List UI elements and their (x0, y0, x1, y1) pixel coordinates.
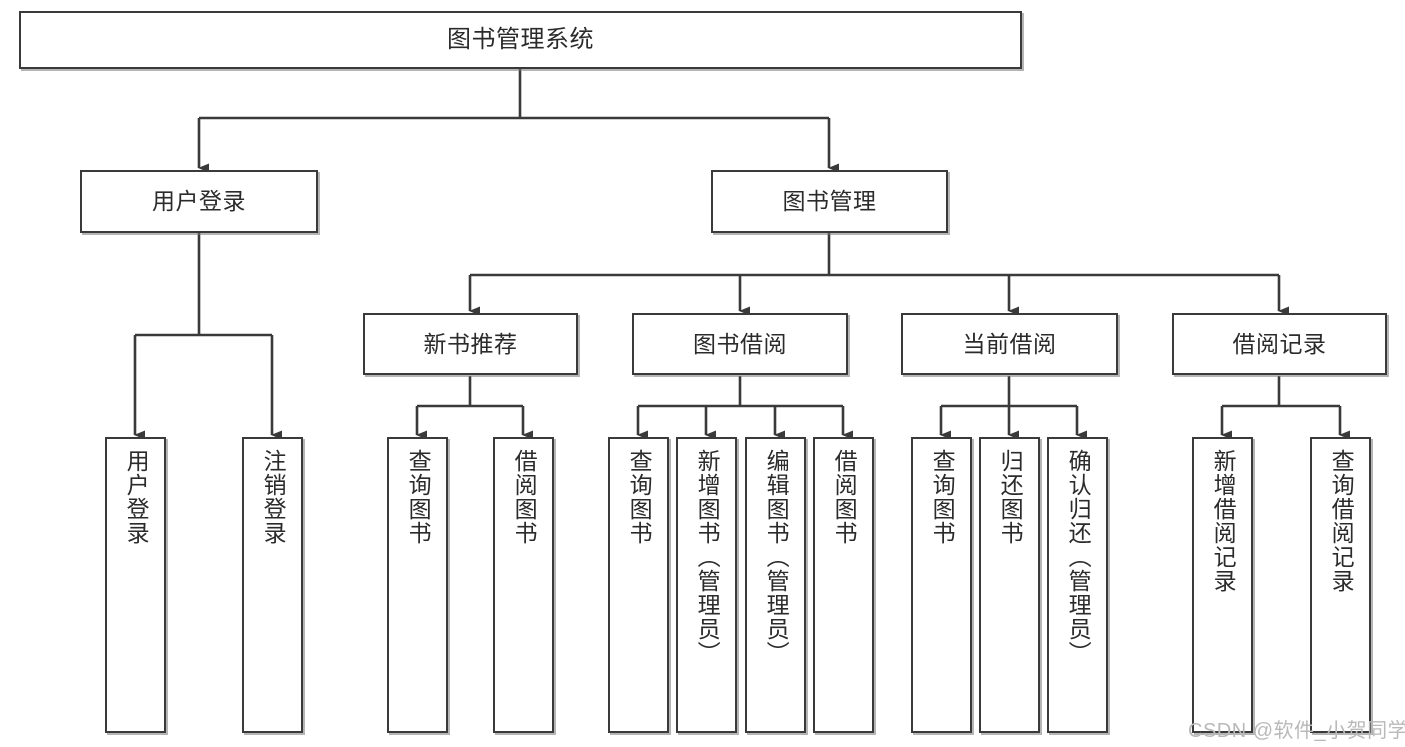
node-label: 新增图书（管理员） (694, 449, 721, 665)
leaf-borrow-record-query-record[interactable]: 查询借阅记录 (1310, 437, 1371, 733)
leaf-book-borrow-add-book-admin[interactable]: 新增图书（管理员） (676, 437, 737, 733)
node-label: 用户登录 (152, 188, 246, 215)
leaf-new-book-query-books[interactable]: 查询图书 (387, 437, 448, 733)
node-label: 归还图书 (997, 449, 1024, 545)
node-root-library-system[interactable]: 图书管理系统 (19, 11, 1022, 69)
node-label: 图书借阅 (693, 330, 787, 357)
node-label: 查询图书 (929, 449, 956, 545)
node-user-login[interactable]: 用户登录 (80, 170, 318, 233)
node-label: 图书管理 (782, 188, 877, 215)
node-label: 借阅记录 (1232, 330, 1327, 357)
leaf-borrow-record-add-record[interactable]: 新增借阅记录 (1192, 437, 1253, 733)
node-label: 查询图书 (405, 449, 432, 545)
node-label: 借阅图书 (831, 449, 858, 545)
node-label: 查询图书 (626, 449, 653, 545)
leaf-book-borrow-query-books[interactable]: 查询图书 (608, 437, 669, 733)
node-new-book-recommend[interactable]: 新书推荐 (363, 313, 578, 375)
leaf-current-borrow-confirm-return-admin[interactable]: 确认归还（管理员） (1047, 437, 1108, 733)
node-label: 用户登录 (123, 449, 150, 545)
leaf-new-book-borrow-books[interactable]: 借阅图书 (493, 437, 554, 733)
leaf-current-borrow-return-books[interactable]: 归还图书 (979, 437, 1040, 733)
node-label: 确认归还（管理员） (1065, 449, 1092, 665)
node-book-management[interactable]: 图书管理 (711, 170, 948, 233)
leaf-book-borrow-borrow-books[interactable]: 借阅图书 (813, 437, 874, 733)
node-book-borrow[interactable]: 图书借阅 (632, 313, 848, 375)
node-label: 编辑图书（管理员） (763, 449, 790, 665)
node-label: 当前借阅 (962, 330, 1057, 357)
node-label: 新增借阅记录 (1210, 449, 1237, 593)
leaf-user-login-logout[interactable]: 注销登录 (242, 437, 303, 733)
node-current-borrow[interactable]: 当前借阅 (901, 313, 1118, 375)
leaf-current-borrow-query-books[interactable]: 查询图书 (911, 437, 972, 733)
node-label: 图书管理系统 (447, 26, 594, 54)
node-label: 借阅图书 (511, 449, 538, 545)
node-label: 注销登录 (260, 449, 287, 545)
csdn-watermark: CSDN @软件_小贺同学 (1188, 720, 1405, 742)
leaf-user-login-login[interactable]: 用户登录 (105, 437, 166, 733)
leaf-book-borrow-edit-book-admin[interactable]: 编辑图书（管理员） (745, 437, 806, 733)
node-label: 新书推荐 (423, 330, 518, 357)
node-borrow-record[interactable]: 借阅记录 (1172, 313, 1387, 375)
node-label: 查询借阅记录 (1328, 449, 1355, 593)
